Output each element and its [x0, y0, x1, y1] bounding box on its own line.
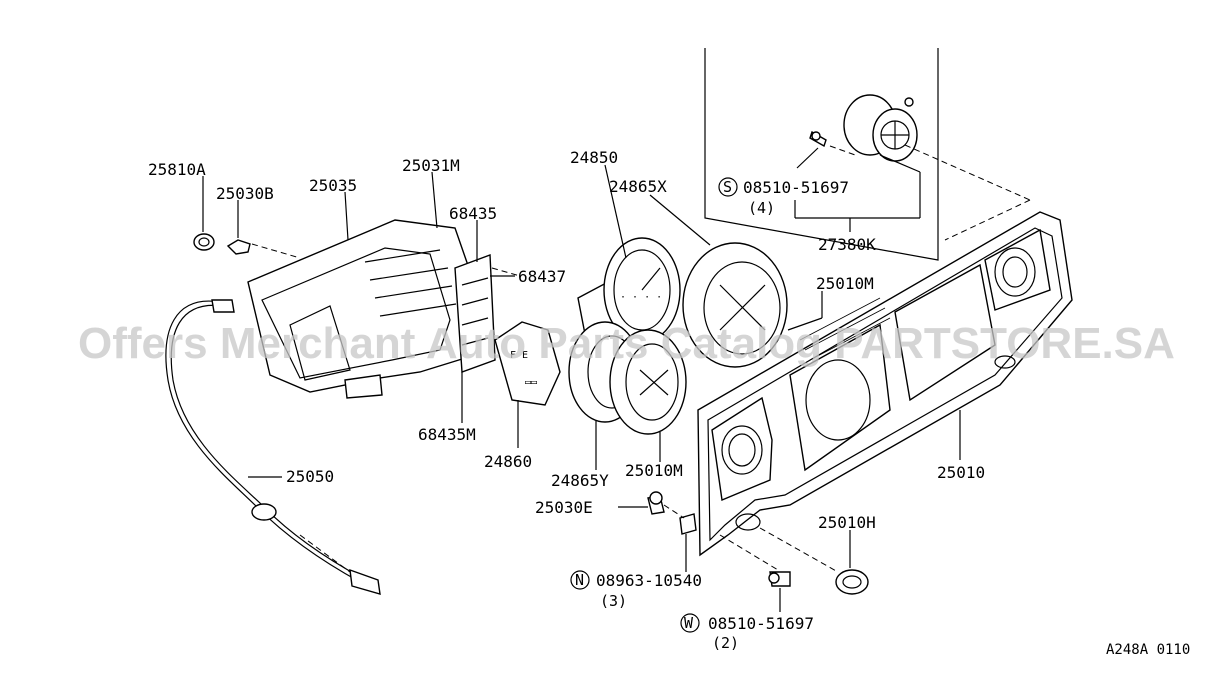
assembly-lines: [251, 243, 839, 573]
fastener-N-code: N: [575, 571, 584, 589]
label-68435: 68435: [449, 204, 497, 223]
clock-inset-frame: [704, 48, 939, 261]
label-25031M: 25031M: [402, 156, 460, 175]
bezel-25010M-bottom-drawing: [609, 329, 687, 435]
label-24850: 24850: [570, 148, 618, 167]
dial-24860-drawing: F E ▭▭: [494, 321, 561, 406]
fastener-W-part: 08510-51697: [708, 614, 814, 633]
printed-circuit-68435M-drawing: [454, 254, 496, 373]
label-25810A: 25810A: [148, 160, 206, 179]
label-27380K: 27380K: [818, 235, 876, 254]
diagram-code: A248A 0110: [1106, 642, 1190, 658]
svg-text:· · · ·: · · · ·: [620, 292, 662, 303]
label-24865X: 24865X: [609, 177, 667, 196]
label-25010M-bottom: 25010M: [625, 461, 683, 480]
fastener-N-qty: (3): [600, 592, 627, 610]
clock-leader-lines: [794, 144, 1031, 241]
svg-text:F E: F E: [510, 350, 528, 361]
label-24865Y: 24865Y: [551, 471, 609, 490]
fastener-N-part: 08963-10540: [596, 571, 702, 590]
svg-text:▭▭: ▭▭: [525, 377, 537, 388]
watermark-text: Offers Merchant Auto Parts Catalog PARTS…: [78, 319, 1175, 368]
fastener-S-code: S: [723, 178, 732, 196]
bezel-25010M-right-drawing: [682, 242, 788, 368]
fastener-W-code: W: [684, 614, 694, 632]
label-25030B: 25030B: [216, 184, 274, 203]
label-68435M: 68435M: [418, 425, 476, 444]
fastener-N-callout: N 08963-10540 (3): [570, 570, 702, 610]
fastener-S-callout: S 08510-51697 (4): [718, 177, 849, 217]
fastener-S-qty: (4): [748, 199, 775, 217]
fastener-W-qty: (2): [712, 634, 739, 652]
bulb-socket-25810A-drawing: [193, 233, 215, 251]
fastener-S-part: 08510-51697: [743, 178, 849, 197]
clip-08963-drawing: [679, 513, 697, 535]
label-24860: 24860: [484, 452, 532, 471]
label-25030E: 25030E: [535, 498, 593, 517]
cluster-housing-25035-drawing: [247, 219, 481, 399]
label-25010: 25010: [937, 463, 985, 482]
label-25010M-top: 25010M: [816, 274, 874, 293]
label-68437: 68437: [518, 267, 566, 286]
clock-part-drawing: [809, 94, 918, 162]
screw-08510-drawing: [768, 571, 791, 587]
bulb-25030E-drawing: [647, 491, 665, 515]
speedometer-cable-25050-drawing: [165, 299, 381, 595]
leader-lines: [202, 164, 961, 612]
bulb-25030B-drawing: [226, 239, 251, 255]
lamp-25010H-drawing: [835, 569, 869, 595]
label-25050: 25050: [286, 467, 334, 486]
label-25035: 25035: [309, 176, 357, 195]
fastener-W-callout: W 08510-51697 (2): [680, 613, 814, 652]
instrument-panel-25010-drawing: [697, 211, 1073, 557]
label-25010H: 25010H: [818, 513, 876, 532]
